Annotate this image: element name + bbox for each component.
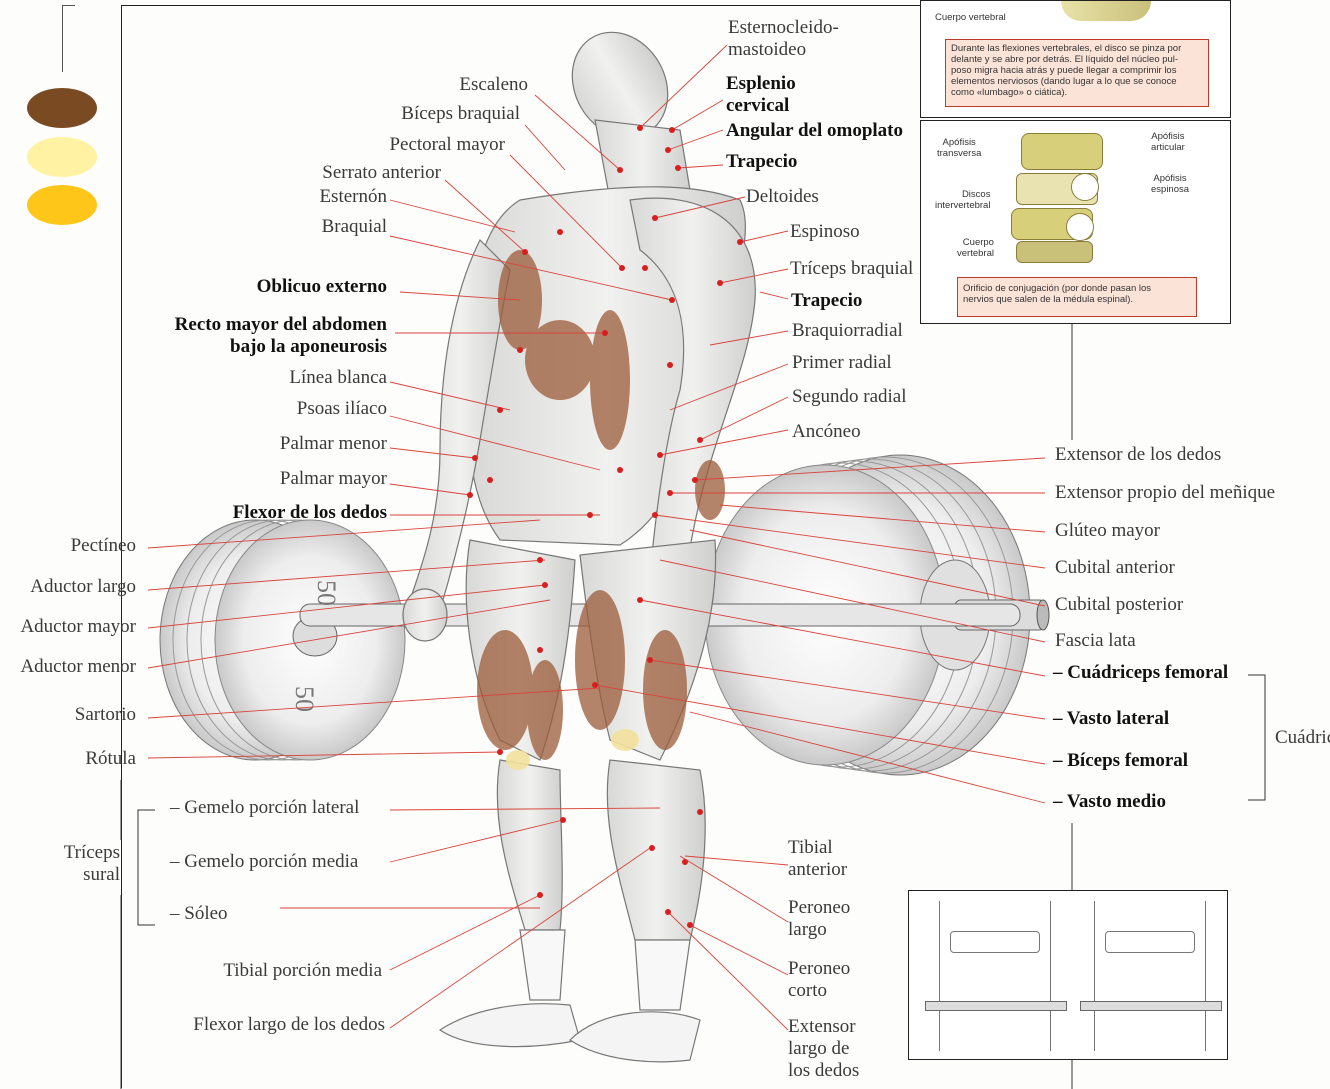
label-pectoral-mayor: Pectoral mayor (389, 134, 505, 156)
label-psoas: Psoas ilíaco (297, 398, 387, 420)
label-biceps-femoral: – Bíceps femoral (1053, 750, 1188, 772)
label-sartorio: Sartorio (75, 704, 136, 726)
body-figure (403, 15, 755, 1062)
label-aductor-menor: Aductor menor (20, 656, 136, 678)
label-braquial: Braquial (322, 216, 387, 238)
label-braquiorradial: Braquiorradial (792, 320, 903, 342)
left-weight-plates (160, 520, 405, 760)
inset-disc-flexion: Cuerpo vertebral Durante las flexiones v… (920, 0, 1231, 118)
grip-figure-left (939, 901, 1051, 1051)
label-aductor-largo: Aductor largo (30, 576, 136, 598)
label-esternon: Esternón (319, 186, 387, 208)
note-line-1: Durante las flexiones vertebrales, el di… (951, 43, 1181, 54)
label-flexor-dedos: Flexor de los dedos (233, 502, 387, 524)
label-oblicuo: Oblicuo externo (257, 276, 387, 298)
label-segundo-radial: Segundo radial (792, 386, 907, 408)
label-fascia: Fascia lata (1055, 630, 1136, 652)
label-vasto-lateral: – Vasto lateral (1053, 708, 1169, 730)
label-anconeo: Ancóneo (792, 421, 861, 443)
label-escaleno: Escaleno (459, 74, 528, 96)
note-line-5: como «lumbago» o ciática). (951, 87, 1067, 98)
label-linea-blanca: Línea blanca (289, 367, 387, 389)
label-rotula: Rótula (85, 748, 136, 770)
label-triceps-braquial: Tríceps braquial (790, 258, 913, 280)
label-soleo: – Sóleo (170, 903, 228, 925)
label-vasto-medio: – Vasto medio (1053, 791, 1166, 813)
inset-note-box-top: Durante las flexiones vertebrales, el di… (945, 39, 1209, 107)
label-deltoides: Deltoides (746, 186, 819, 208)
label-extensor-dedos: Extensor de los dedos (1055, 444, 1221, 466)
label-tibial-media: Tibial porción media (223, 960, 382, 982)
label-angular: Angular del omoplato (726, 120, 903, 142)
label-serrato: Serrato anterior (322, 162, 441, 184)
note-line-3: poso migra hacia atrás y puede llegar a … (951, 65, 1176, 76)
inset-label-cuerpo-vertebral: Cuerpo vertebral (935, 12, 1006, 23)
label-pectineo: Pectíneo (71, 535, 136, 557)
label-biceps-braquial: Bíceps braquial (401, 103, 520, 125)
note-mid-line-1: Orificio de conjugación (por donde pasan… (963, 283, 1151, 294)
label-esternocleido: Esternocleido-mastoideo (728, 17, 839, 61)
label-aductor-mayor: Aductor mayor (20, 616, 136, 638)
label-trapecio-1: Trapecio (726, 151, 797, 173)
label-cubital-anterior: Cubital anterior (1055, 557, 1175, 579)
note-line-4: elementos nerviosos (dando lugar a lo qu… (951, 76, 1177, 87)
label-extensor-menique: Extensor propio del meñique (1055, 482, 1275, 504)
grip-figure-right (1094, 901, 1206, 1051)
note-mid-line-2: nervios que salen de la médula espinal). (963, 294, 1133, 305)
label-palmar-mayor: Palmar mayor (280, 468, 387, 490)
label-cubital-posterior: Cubital posterior (1055, 594, 1183, 616)
label-cuadric-cut: Cuádric (1275, 727, 1330, 749)
label-gemelo-lateral: – Gemelo porción lateral (170, 797, 359, 819)
label-palmar-menor: Palmar menor (280, 433, 387, 455)
label-gemelo-media: – Gemelo porción media (170, 851, 358, 873)
note-line-2: delante y se abre por detrás. El líquido… (951, 54, 1178, 65)
label-gluteo: Glúteo mayor (1055, 520, 1160, 542)
vertebra-illustration-top (1061, 1, 1151, 21)
label-trapecio-2: Trapecio (791, 290, 862, 312)
plate-number-top: 50 (312, 580, 341, 606)
label-espinoso: Espinoso (790, 221, 860, 243)
vertebra-illustration (1011, 133, 1111, 263)
inset-grip-illustration (908, 890, 1228, 1060)
label-cuadriceps: – Cuádriceps femoral (1053, 662, 1228, 684)
label-flexor-largo: Flexor largo de los dedos (193, 1014, 385, 1036)
inset-note-box-mid: Orificio de conjugación (por donde pasan… (957, 277, 1197, 317)
label-primer-radial: Primer radial (792, 352, 892, 374)
